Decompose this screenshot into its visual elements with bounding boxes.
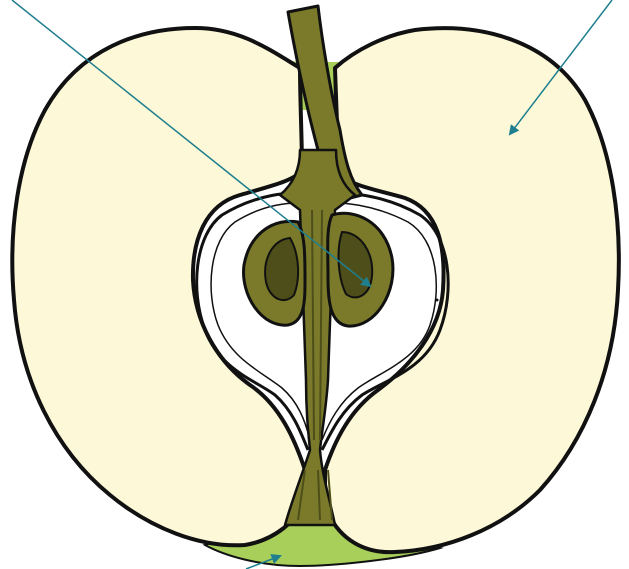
seed-right [328, 213, 393, 326]
flesh-speck [436, 299, 439, 302]
seed-left [244, 221, 305, 325]
